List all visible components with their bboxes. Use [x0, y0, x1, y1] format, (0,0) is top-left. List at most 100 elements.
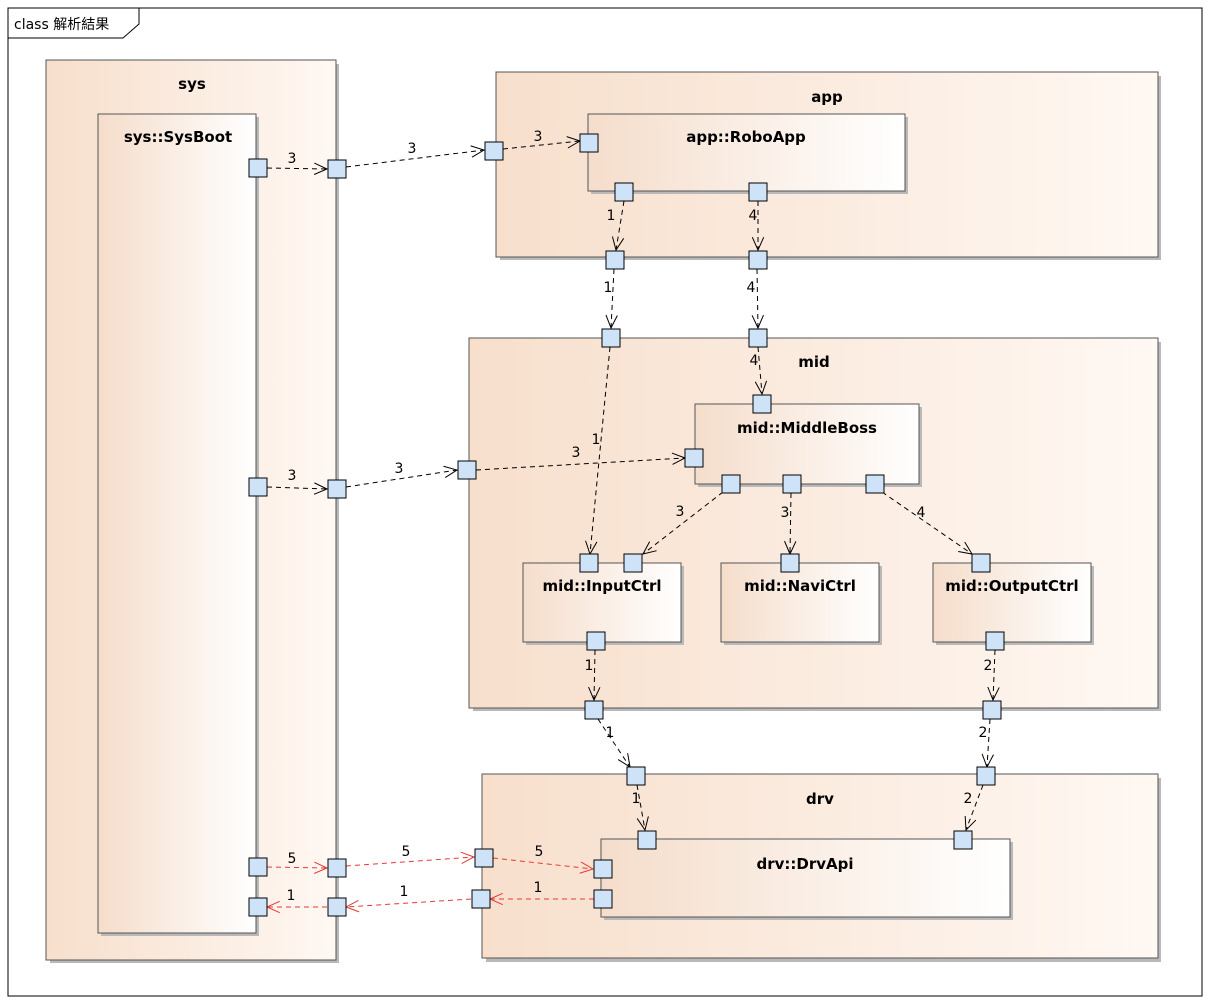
port-2 [327, 159, 347, 179]
dependency-line [266, 167, 328, 170]
dependency-e23[interactable]: 5 [345, 844, 476, 867]
dependency-count-label: 3 [395, 461, 404, 477]
dependency-line [789, 492, 792, 555]
arrowhead [611, 236, 625, 252]
class-middleboss-label: mid::MiddleBoss [737, 419, 877, 437]
class-navictrl-label: mid::NaviCtrl [744, 577, 856, 595]
dependency-line [492, 857, 594, 870]
port-7 [605, 250, 625, 270]
port-18 [865, 474, 885, 494]
dependency-count-label: 2 [979, 725, 988, 741]
arrowhead [460, 851, 476, 865]
arrowhead [987, 686, 1000, 702]
dependency-line [589, 346, 611, 555]
arrowhead [751, 237, 765, 252]
dependency-e16[interactable]: 1 [585, 649, 601, 702]
arrowhead [754, 380, 768, 396]
dependency-line [965, 784, 984, 831]
dependency-e5[interactable]: 4 [749, 201, 765, 252]
arrowhead [313, 861, 329, 874]
dependency-count-label: 3 [534, 129, 543, 145]
dependency-e20[interactable]: 1 [632, 784, 649, 832]
dependency-count-label: 1 [585, 658, 594, 674]
dependency-e22[interactable]: 5 [266, 851, 329, 874]
arrowhead [636, 816, 649, 832]
dependency-count-label: 4 [917, 505, 926, 521]
port-11 [752, 394, 772, 414]
dependency-line [266, 486, 328, 490]
port-3 [484, 141, 504, 161]
dependency-line [756, 268, 759, 329]
dependency-line [475, 457, 686, 471]
port-25 [584, 700, 604, 720]
class-outputctrl-label: mid::OutputCtrl [945, 577, 1078, 595]
class-navictrl[interactable]: mid::NaviCtrl [720, 562, 882, 645]
dependency-line [502, 140, 581, 150]
dependency-count-label: 5 [535, 844, 544, 860]
port-9 [601, 328, 621, 348]
port-4 [579, 133, 599, 153]
class-middleboss[interactable]: mid::MiddleBoss [694, 403, 922, 487]
dependency-e17[interactable]: 2 [984, 649, 1000, 702]
port-28 [976, 766, 996, 786]
dependency-e24[interactable]: 5 [492, 844, 595, 874]
dependency-count-label: 2 [964, 791, 973, 807]
port-26 [982, 700, 1002, 720]
arrowhead [313, 482, 329, 495]
port-29 [637, 830, 657, 850]
dependency-e21[interactable]: 2 [964, 784, 984, 832]
dependency-line [642, 491, 724, 555]
port-10 [748, 328, 768, 348]
class-outputctrl[interactable]: mid::OutputCtrl [932, 562, 1094, 645]
dependency-e4[interactable]: 1 [607, 200, 625, 252]
dependency-line [610, 268, 615, 329]
dependency-line [345, 856, 475, 867]
dependency-e7[interactable]: 4 [747, 268, 764, 330]
port-35 [248, 897, 268, 917]
dependency-e10[interactable]: 3 [266, 468, 329, 495]
frame-title: class 解析結果 [14, 17, 109, 33]
arrowhead [588, 686, 601, 702]
package-mid[interactable]: mid [468, 337, 1161, 711]
class-roboapp[interactable]: app::RoboApp [587, 113, 908, 194]
arrowhead [605, 314, 618, 330]
dependency-count-label: 3 [781, 505, 790, 521]
dependency-e13[interactable]: 3 [642, 491, 724, 555]
port-20 [623, 553, 643, 573]
dependency-e8[interactable]: 4 [750, 346, 768, 396]
dependency-line [345, 898, 472, 908]
port-8 [748, 250, 768, 270]
port-24 [985, 631, 1005, 651]
dependency-count-label: 4 [749, 208, 758, 224]
port-32 [327, 858, 347, 878]
dependency-e11[interactable]: 3 [345, 461, 459, 488]
class-sysboot[interactable]: sys::SysBoot [97, 113, 259, 936]
port-16 [721, 474, 741, 494]
port-14 [457, 460, 477, 480]
dependency-e1[interactable]: 3 [266, 151, 329, 175]
port-34 [593, 859, 613, 879]
arrowhead [751, 314, 764, 330]
class-drvapi[interactable]: drv::DrvApi [600, 838, 1013, 920]
port-30 [953, 830, 973, 850]
dependency-e6[interactable]: 1 [604, 268, 618, 330]
dependency-count-label: 1 [534, 880, 543, 896]
dependency-e2[interactable]: 3 [345, 141, 486, 168]
dependency-line [986, 718, 991, 768]
dependency-count-label: 1 [287, 888, 296, 904]
dependency-count-label: 5 [288, 851, 297, 867]
dependency-count-label: 3 [288, 151, 297, 167]
port-6 [748, 182, 768, 202]
port-31 [248, 857, 268, 877]
dependency-count-label: 5 [402, 844, 411, 860]
dependency-line [757, 346, 763, 395]
dependency-count-label: 3 [572, 445, 581, 461]
port-15 [684, 448, 704, 468]
package-app-label: app [811, 88, 843, 106]
class-inputctrl-label: mid::InputCtrl [542, 577, 661, 595]
port-17 [782, 474, 802, 494]
arrowhead [313, 162, 329, 175]
port-33 [474, 848, 494, 868]
port-21 [780, 553, 800, 573]
dependency-count-label: 4 [747, 280, 756, 296]
